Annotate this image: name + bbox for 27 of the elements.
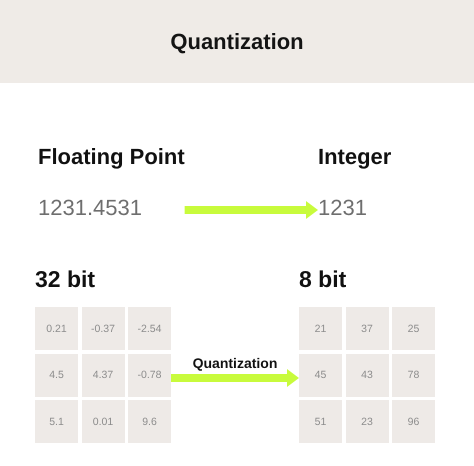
value-cell: 5.1 [35, 400, 78, 443]
value-cell: 51 [299, 400, 342, 443]
value-cell: 0.21 [35, 307, 78, 350]
arrow [184, 201, 318, 219]
value-text: 1231 [318, 195, 367, 221]
value-cell: 4.37 [82, 354, 124, 396]
value-text: 1231.4531 [38, 195, 142, 221]
value-cell: 37 [346, 307, 388, 350]
value-cell: 43 [346, 354, 388, 396]
value-cell: 21 [299, 307, 342, 350]
arrow [171, 369, 299, 387]
value-cell: 25 [392, 307, 435, 350]
value-cell: 78 [392, 354, 435, 396]
column-heading: Integer [318, 144, 392, 170]
value-cell: 23 [346, 400, 388, 443]
value-cell: 45 [299, 354, 342, 396]
value-cell: 4.5 [35, 354, 78, 396]
value-cell: 9.6 [128, 400, 171, 443]
grid-heading: 8 bit [299, 266, 346, 292]
value-cell: -2.54 [128, 307, 171, 350]
grid-heading: 32 bit [35, 266, 96, 292]
value-cell: 96 [392, 400, 435, 443]
value-cell: 0.01 [82, 400, 124, 443]
column-heading: Floating Point [38, 144, 185, 170]
title: Quantization [170, 28, 304, 54]
value-cell: -0.37 [82, 307, 124, 350]
value-cell: -0.78 [128, 354, 171, 396]
